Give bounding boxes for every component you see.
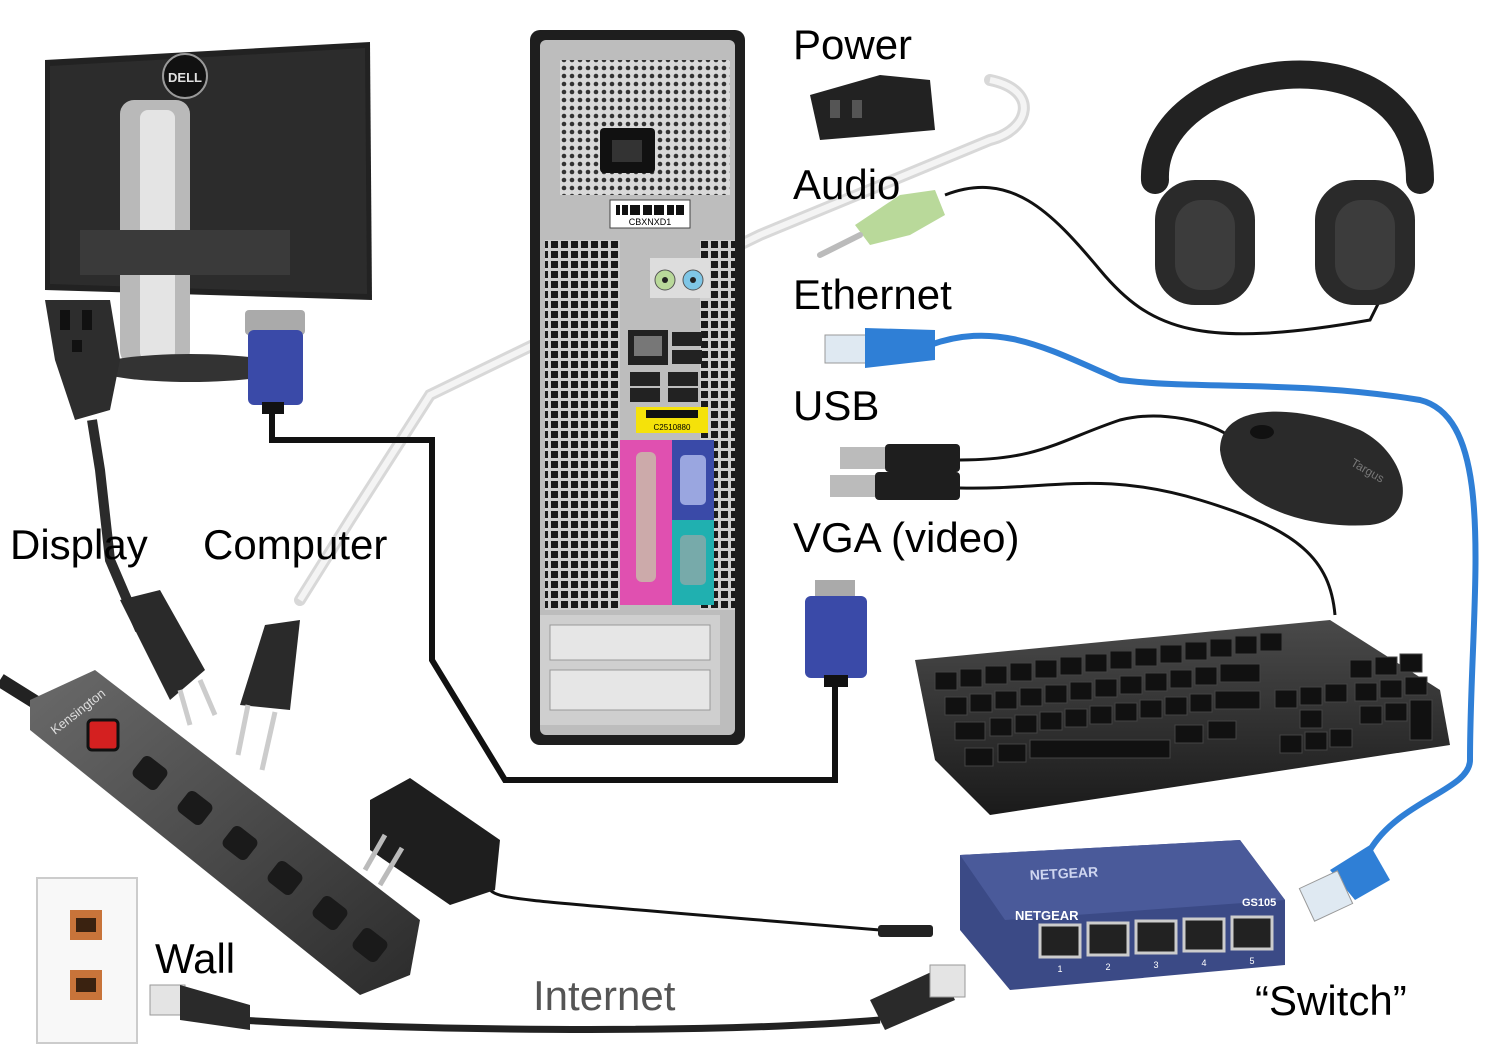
monitor-power-cable [87, 419, 145, 632]
internet-plug-wall [149, 984, 250, 1030]
computer-tower: CBXNXD1 C2510880 [530, 30, 745, 745]
dell-logo-text: DELL [168, 70, 202, 85]
switch-port-numbers: 1 2 3 4 5 [1057, 956, 1254, 974]
mouse: Targus [1220, 411, 1403, 526]
label-ethernet: Ethernet [793, 271, 952, 318]
service-tag-text: CBXNXD1 [629, 217, 672, 227]
label-audio: Audio [793, 161, 901, 208]
dell-logo [162, 53, 208, 99]
internet-plug-switch [870, 964, 966, 1030]
cables [87, 74, 1479, 1033]
label-computer: Computer [203, 521, 388, 568]
switch-port-number: 3 [1153, 960, 1158, 970]
usb-cable-keyboard [959, 481, 1337, 616]
headphones [1140, 60, 1434, 305]
monitor-vga-connector [245, 310, 305, 414]
audio-plug [817, 190, 945, 258]
power-strip: Kensington [0, 670, 420, 995]
switch-port-number: 1 [1057, 964, 1062, 974]
usb-plugs [830, 444, 960, 500]
switch-brand-front: NETGEAR [1015, 908, 1079, 923]
ethernet-plug [824, 328, 935, 368]
monitor: DELL [45, 42, 372, 382]
switch-ports [1038, 915, 1274, 959]
label-display: Display [10, 521, 148, 568]
power-strip-outlets [132, 755, 388, 963]
usb-cable-mouse [959, 414, 1236, 462]
computer-wall-plug [235, 620, 300, 771]
label-wall: Wall [155, 935, 236, 982]
power-cable-connector [810, 75, 935, 140]
barcode [616, 205, 684, 215]
power-adapter [362, 778, 933, 937]
ethernet-plug-switch [1298, 845, 1390, 922]
internet-cable [239, 1016, 881, 1033]
switch-port-number: 5 [1249, 956, 1254, 966]
keyboard [915, 620, 1450, 815]
adapter-cable [488, 888, 881, 932]
ethernet-cable [928, 332, 1479, 852]
label-internet: Internet [533, 972, 676, 1019]
audio-cable [944, 185, 1382, 336]
switch-model: GS105 [1242, 897, 1276, 909]
label-usb: USB [793, 382, 880, 429]
vga-cable [269, 410, 838, 783]
switch-port-number: 2 [1105, 962, 1110, 972]
monitor-stand-base [95, 354, 285, 382]
display-wall-plug [120, 590, 218, 726]
monitor-power-connector [45, 300, 120, 420]
wall-plate [36, 877, 138, 1044]
yellow-sticker-text: C2510880 [654, 423, 691, 432]
label-vga: VGA (video) [793, 514, 1020, 561]
network-switch: NETGEAR NETGEAR GS105 1 2 3 4 5 [960, 840, 1285, 990]
psu-vent [560, 60, 730, 195]
usb-ports [630, 332, 702, 402]
keyboard-keys [934, 632, 1433, 767]
switch-brand-top: NETGEAR [1029, 863, 1098, 883]
label-switch: “Switch” [1255, 977, 1407, 1024]
label-power: Power [793, 21, 913, 68]
power-strip-switch [86, 718, 120, 752]
main-vent [545, 240, 620, 610]
vga-cable-connector [805, 580, 867, 687]
switch-port-number: 4 [1201, 958, 1206, 968]
